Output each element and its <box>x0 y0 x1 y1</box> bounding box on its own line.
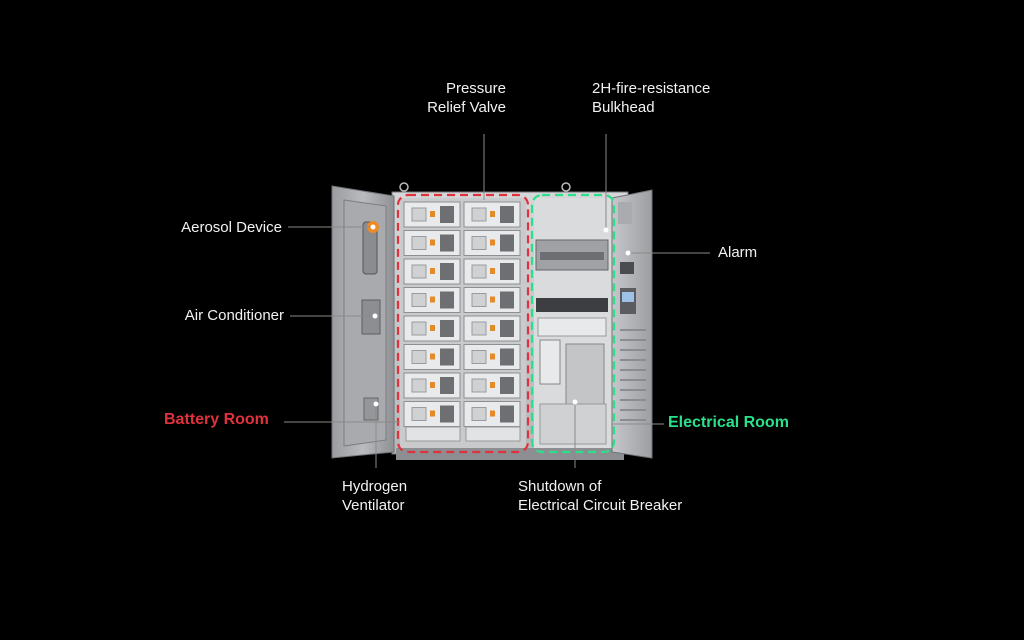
battery-module-fan <box>471 207 487 222</box>
battery-module-fan <box>471 350 487 364</box>
battery-module-connector <box>490 353 495 360</box>
battery-module-handle <box>500 348 514 366</box>
battery-module-fan <box>471 236 487 250</box>
battery-module-handle <box>440 291 454 309</box>
battery-module-handle <box>500 263 514 280</box>
label-alarm: Alarm <box>718 244 758 261</box>
battery-module-connector <box>430 325 435 331</box>
battery-module-connector <box>490 296 495 303</box>
battery-rack <box>400 198 526 448</box>
battery-module-connector <box>430 410 435 417</box>
battery-module-connector <box>490 382 495 388</box>
battery-module-connector <box>430 296 435 303</box>
battery-module-connector <box>490 410 495 417</box>
battery-module-connector <box>430 239 435 246</box>
battery-module-fan <box>411 350 427 364</box>
battery-module-connector <box>430 353 435 360</box>
battery-module-handle <box>500 206 514 223</box>
electrical-compartment <box>534 198 612 448</box>
label-hydrogen-ventilator: Hydrogen Ventilator <box>342 478 408 514</box>
battery-module-connector <box>430 382 435 388</box>
battery-module-fan <box>411 264 427 279</box>
label-air-conditioner: Air Conditioner <box>184 307 284 324</box>
battery-module-connector <box>490 239 495 246</box>
battery-module-connector <box>430 268 435 274</box>
battery-module-handle <box>440 263 454 280</box>
battery-module-connector <box>490 268 495 274</box>
left-door <box>331 185 395 459</box>
battery-module-fan <box>411 236 427 250</box>
battery-module-connector <box>490 325 495 331</box>
label-aerosol-device: Aerosol Device <box>181 219 282 236</box>
battery-module-fan <box>411 321 427 336</box>
battery-module-handle <box>440 320 454 337</box>
electrical-room-outline <box>530 193 616 454</box>
battery-module-handle <box>500 405 514 423</box>
battery-module-fan <box>471 407 487 421</box>
battery-module-handle <box>440 405 454 423</box>
battery-module-handle <box>500 291 514 309</box>
battery-module-fan <box>411 207 427 222</box>
battery-module-handle <box>440 234 454 252</box>
label-pressure-relief-valve: Pressure Relief Valve <box>427 80 506 116</box>
right-door <box>611 189 653 459</box>
label-fire-resistance-bulkhead: 2H-fire-resistance Bulkhead <box>592 80 711 116</box>
battery-module-handle <box>440 348 454 366</box>
battery-module-handle <box>500 320 514 337</box>
battery-module-fan <box>411 407 427 421</box>
battery-module-connector <box>490 211 495 217</box>
battery-module-fan <box>471 264 487 279</box>
label-battery-room: Battery Room <box>164 411 269 428</box>
battery-module-handle <box>500 377 514 394</box>
battery-module-connector <box>430 211 435 217</box>
battery-module-handle <box>440 206 454 223</box>
battery-module-handle <box>440 377 454 394</box>
battery-module-handle <box>500 234 514 252</box>
battery-room-outline <box>396 193 530 454</box>
battery-module-fan <box>471 293 487 307</box>
battery-module-fan <box>411 293 427 307</box>
label-electrical-room: Electrical Room <box>668 414 789 431</box>
battery-module-fan <box>471 321 487 336</box>
label-circuit-breaker: Shutdown of Electrical Circuit Breaker <box>518 478 683 514</box>
battery-module-fan <box>471 378 487 393</box>
battery-module-fan <box>411 378 427 393</box>
